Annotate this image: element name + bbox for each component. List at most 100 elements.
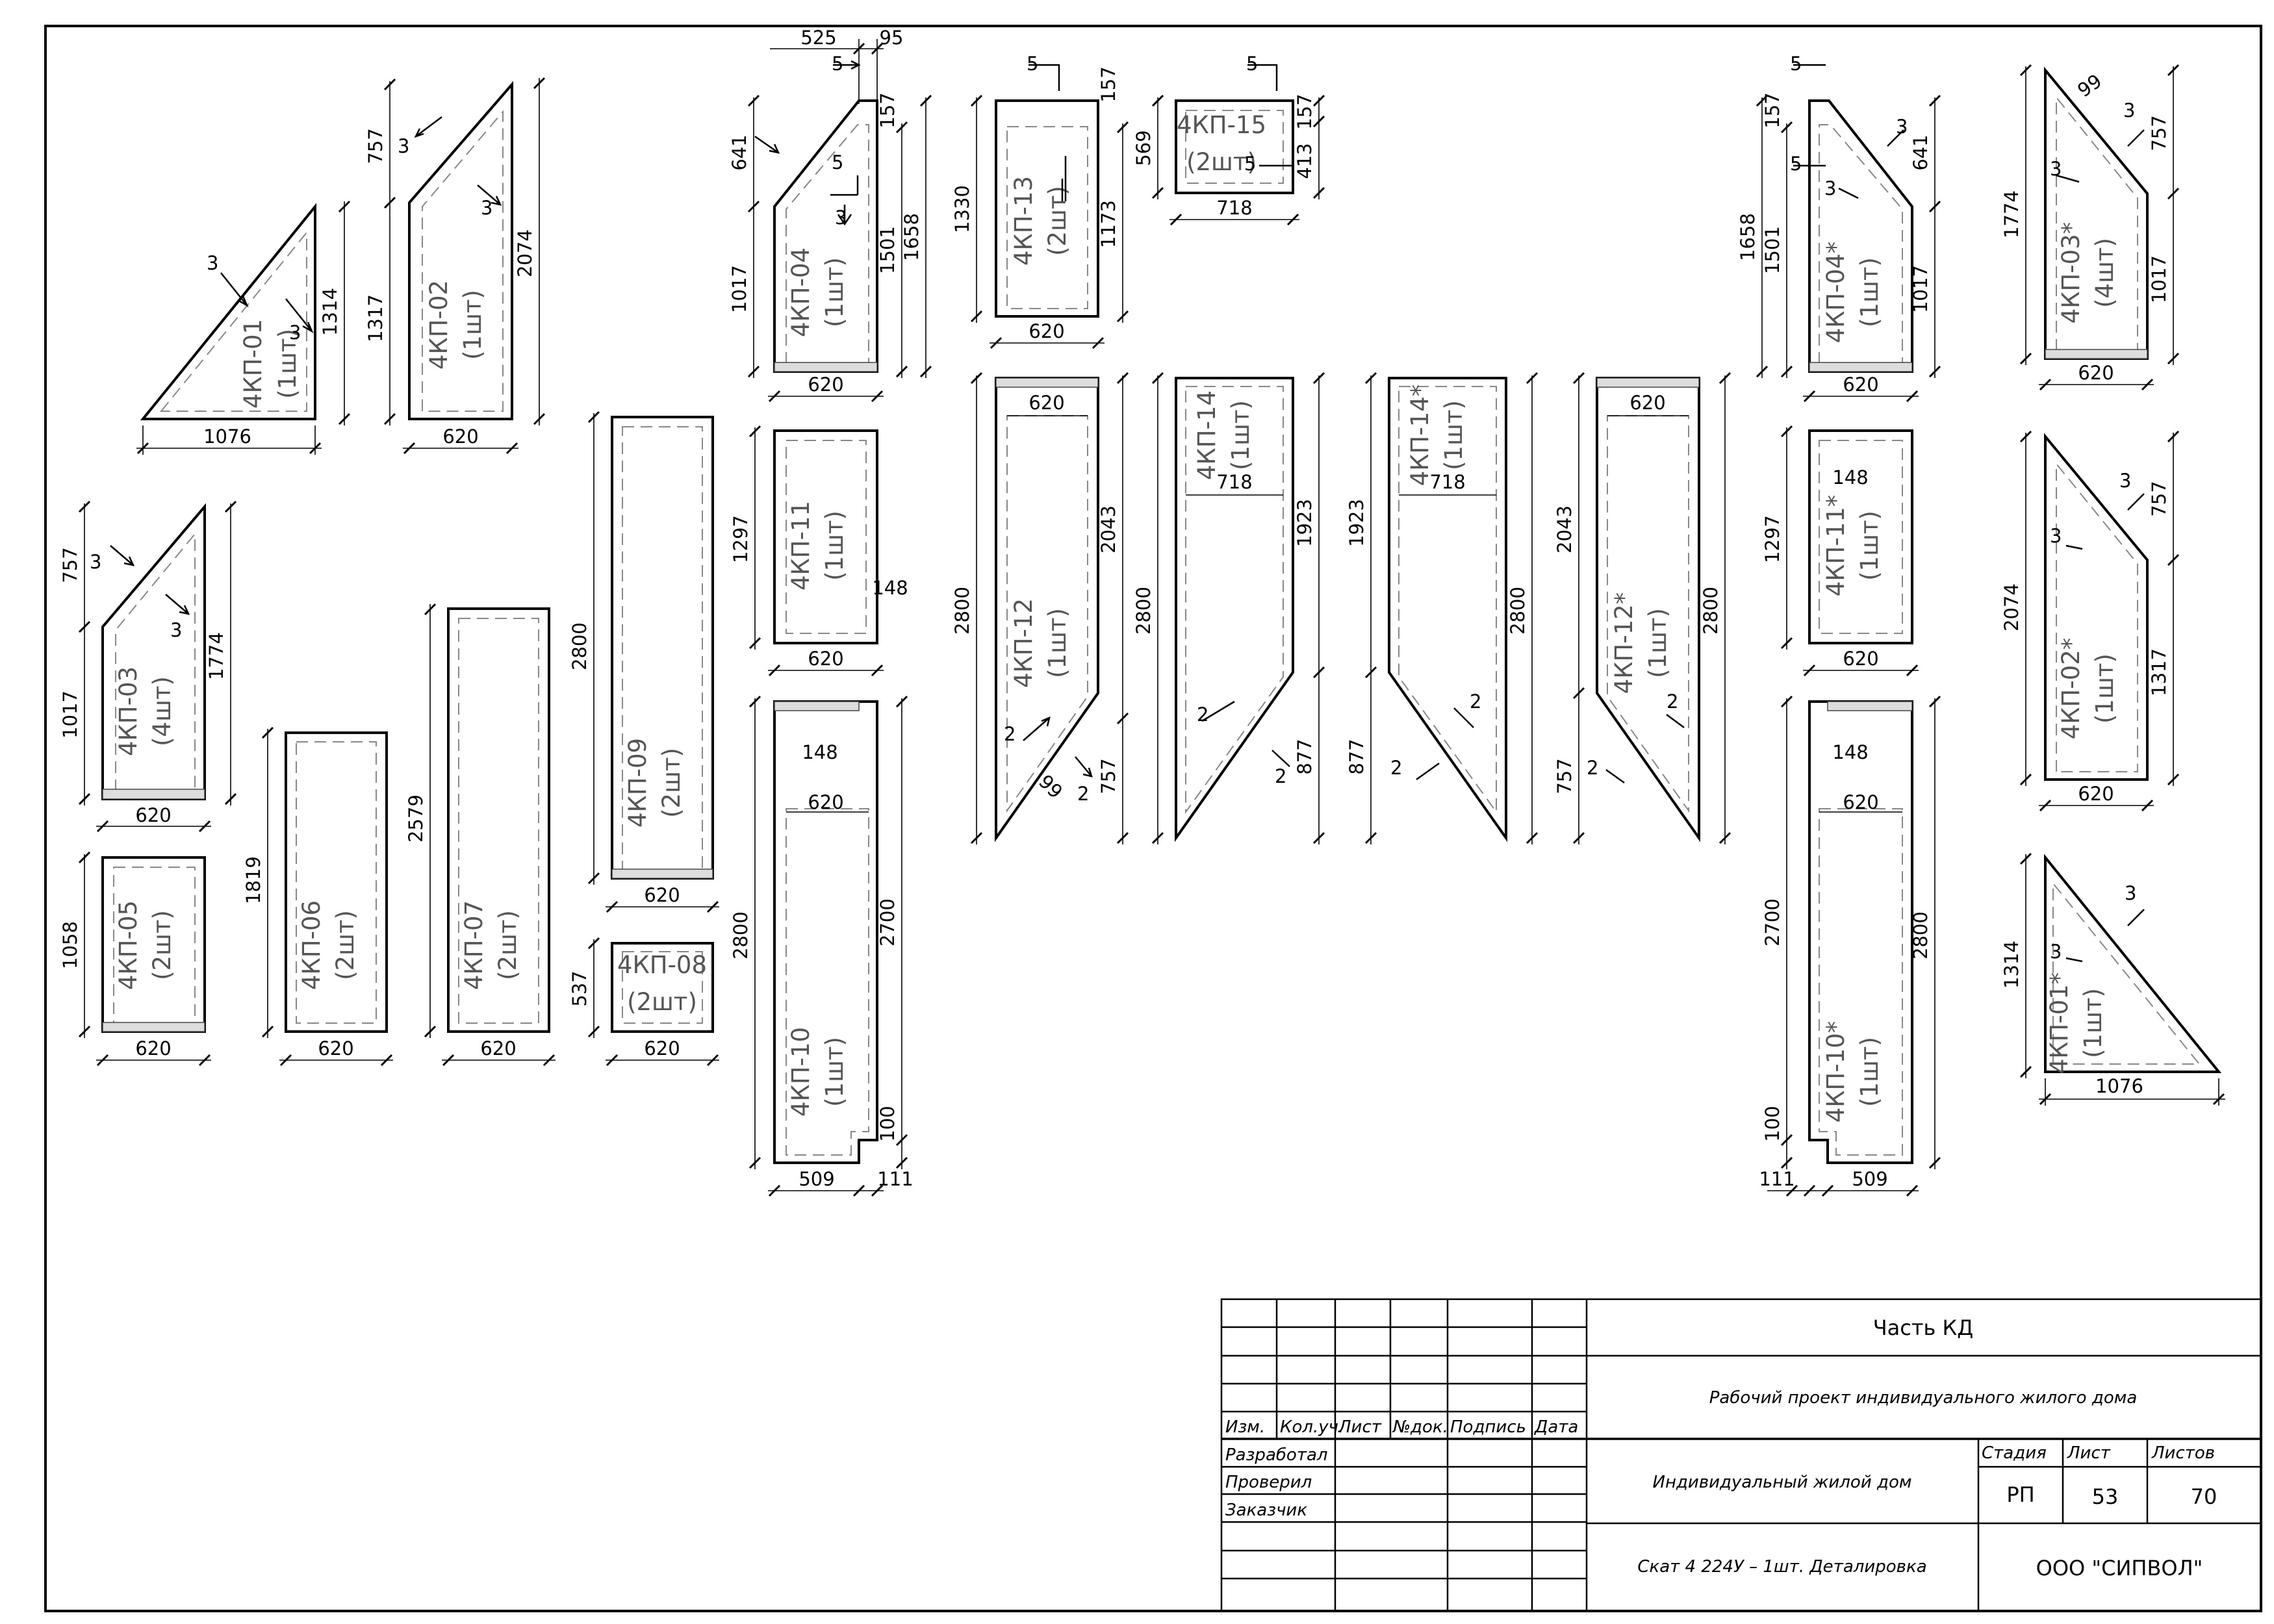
dim-inner: 1173 (1097, 200, 1119, 248)
dim-height: 1819 (242, 856, 264, 904)
dim-mid: 1501 (1761, 226, 1783, 274)
panel-label: 4КП-15 (1177, 111, 1266, 139)
weld-mark-arrow (754, 135, 780, 154)
dim-lower: 1317 (364, 294, 387, 342)
panel-4kp-11s: 620 1297 148 4КП-11* (1шт) (1761, 425, 1919, 677)
weld-mark-arrow (837, 205, 852, 226)
dim-base: 100 (1761, 1106, 1783, 1141)
panel-4kp-02s: 620 2074 757 1317 4КП-02* (1шт) (2000, 430, 2180, 812)
panel-4kp-03: 620 1017 757 1774 4КП-03 (4шт) (59, 500, 237, 833)
panel-label: 4КП-14* (1406, 385, 1434, 487)
weld-mark-label: 2 (1275, 765, 1286, 787)
panel-4kp-12s: 620 2043 757 2800 4КП-12* (1шт) (1553, 372, 1731, 844)
dim-step: 111 (877, 1168, 913, 1190)
panel-label: 4КП-13 (1010, 176, 1038, 266)
stage-label: Стадия (1982, 1443, 2047, 1463)
dim-lower: 1017 (728, 265, 750, 313)
panel-label: 4КП-08 (617, 951, 707, 979)
panel-qty: (1шт) (821, 511, 849, 581)
weld-mark-arrow (2065, 957, 2083, 963)
dim-offset: 148 (1832, 466, 1868, 488)
panel-label: 4КП-07 (460, 900, 488, 990)
weld-mark-arrow (830, 175, 859, 196)
weld-mark-arrow (1075, 756, 1093, 778)
panel-label: 4КП-11* (1822, 495, 1850, 597)
weld-mark-arrow (2127, 493, 2145, 511)
dim-width: 509 (1852, 1168, 1887, 1190)
weld-mark-arrow (1416, 762, 1440, 781)
weld-mark-label: 2 (1390, 757, 1402, 779)
weld-mark-label: 5 (1244, 153, 1256, 175)
dim-width: 620 (2078, 783, 2114, 805)
weld-mark-arrow (414, 116, 442, 138)
panel-qty: (1шт) (1856, 257, 1884, 327)
dim-total: 2074 (514, 229, 536, 277)
weld-mark-label: 3 (207, 252, 218, 274)
panel-label: 4КП-01* (2045, 972, 2073, 1074)
panel-qty: (1шт) (1440, 400, 1468, 470)
weld-mark-arrow (1023, 716, 1051, 741)
dim-height: 2800 (1507, 587, 1529, 635)
weld-mark-arrow (1453, 707, 1474, 728)
dim-lower: 877 (1294, 739, 1316, 774)
weld-marks: 3 3 3 3 3 3 5 3 5 5 5 5 2 2 2 2 2 2 (90, 53, 2145, 963)
panel-4kp-01: 1076 1314 4КП-01 (1шт) (136, 200, 351, 455)
dim-width: 620 (1843, 374, 1878, 396)
weld-mark-arrow (1271, 750, 1290, 767)
panel-qty: (1шт) (1856, 1037, 1884, 1107)
role-checker: Проверил (1225, 1473, 1312, 1492)
dim-width: 1076 (203, 425, 251, 448)
dim-width: 620 (1629, 392, 1665, 414)
dim-width: 620 (808, 374, 843, 396)
weld-mark-label: 2 (1077, 783, 1089, 805)
dim-top-left: 525 (800, 27, 836, 49)
panel-4kp-10s: 111 509 2700 100 2800 148 620 4КП-10* (1… (1759, 695, 1941, 1197)
dim-total: 2074 (2000, 583, 2023, 631)
weld-mark-arrow (2127, 909, 2145, 926)
panel-4kp-11: 620 1297 148 4КП-11 (1шт) (730, 425, 908, 677)
panel-4kp-10: 509 111 2800 2700 100 148 620 4КП-10 (1ш… (730, 695, 913, 1197)
panel-4kp-15: 718 569 157 413 4КП-15 (2шт) (1132, 94, 1325, 226)
header-date: Дата (1534, 1417, 1578, 1437)
dim-upper: 1923 (1294, 499, 1316, 547)
weld-mark-arrow (1605, 768, 1625, 784)
panel-label: 4КП-01 (239, 319, 267, 409)
panel-qty: (4шт) (2091, 238, 2119, 308)
dim-lower: 1017 (1910, 265, 1932, 313)
weld-mark-arrow (220, 272, 249, 307)
panel-qty: (1шт) (1644, 608, 1672, 678)
weld-mark-label: 2 (1587, 757, 1598, 779)
panel-qty: (2шт) (331, 910, 359, 980)
weld-mark-label: 3 (1896, 116, 1908, 138)
weld-mark-label: 3 (2050, 525, 2062, 547)
panel-label: 4КП-14 (1193, 390, 1221, 480)
panel-label: 4КП-11 (787, 501, 815, 590)
panel-qty: (1шт) (821, 257, 849, 327)
panel-label: 4КП-04 (787, 247, 815, 337)
dim-width: 620 (2078, 362, 2114, 384)
panel-qty: (2шт) (1186, 148, 1257, 176)
weld-mark-label: 3 (2050, 158, 2062, 180)
weld-mark-arrow (1887, 129, 1904, 147)
sheet-title: Скат 4 224У – 1шт. Деталировка (1637, 1557, 1926, 1577)
weld-mark-label: 3 (170, 619, 182, 641)
panel-4kp-06: 620 1819 4КП-06 (2шт) (242, 726, 393, 1067)
panel-4kp-03s: 620 1774 757 1017 99 4КП-03* (4шт) (2000, 64, 2180, 391)
weld-mark-label: 3 (398, 135, 409, 157)
dim-lower: 757 (1097, 758, 1119, 794)
weld-mark-arrow (2065, 544, 2083, 550)
dim-height: 1330 (951, 185, 973, 233)
weld-mark-arrow (110, 545, 135, 566)
header-signature: Подпись (1450, 1417, 1526, 1437)
dim-upper: 757 (2148, 481, 2170, 516)
dim-step: 111 (1759, 1168, 1795, 1190)
dim-width: 1076 (2095, 1075, 2143, 1097)
dim-lower: 1017 (2148, 255, 2170, 303)
panel-4kp-04s: 620 1658 1501 641 1017 157 4КП-04* (1шт) (1737, 92, 1941, 403)
panel-qty: (1шт) (1043, 608, 1071, 678)
weld-mark-arrow (1061, 156, 1067, 201)
dim-width: 620 (644, 1037, 680, 1059)
dim-width: 718 (1216, 197, 1252, 219)
dim-base: 100 (876, 1106, 899, 1141)
panel-label: 4КП-09 (624, 738, 652, 828)
